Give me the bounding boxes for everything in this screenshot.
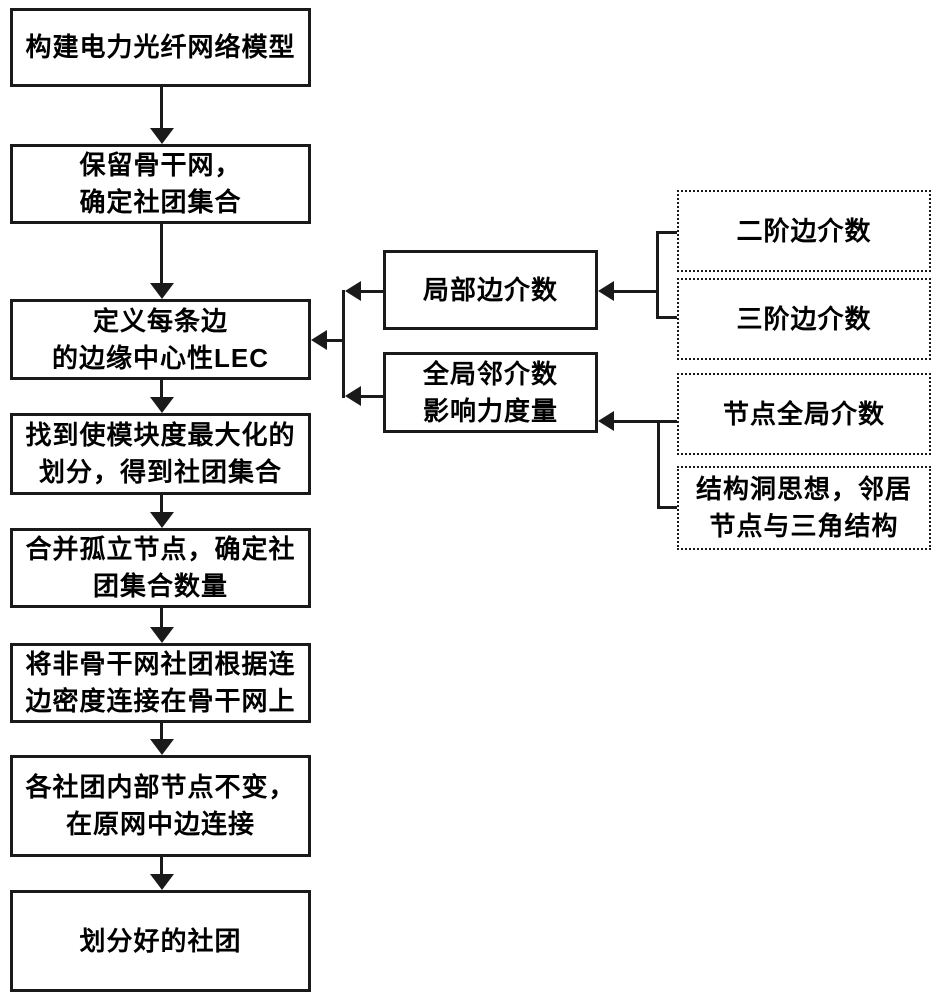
arrow-line-4 (160, 495, 163, 512)
arrow-down-icon-4 (150, 512, 174, 528)
arrow-left-icon-to-global-influence (598, 411, 614, 431)
flow-box-keep-backbone: 保留骨干网， 确定社团集合 (10, 144, 311, 224)
second-order-stub-line (659, 231, 677, 234)
arrow-line-2 (160, 224, 163, 283)
flow-box-connect-non-backbone: 将非骨干网社团根据连 边密度连接在骨干网上 (10, 643, 311, 723)
arrow-left-icon-local-betweenness (345, 281, 361, 301)
node-betweenness-to-influence-line (614, 420, 677, 423)
arrow-down-icon-5 (150, 627, 174, 643)
arrow-down-icon-7 (150, 874, 174, 890)
bracket-to-local-betweenness-line (614, 290, 656, 293)
input-box-third-order-edge-betweenness: 三阶边介数 (677, 278, 931, 360)
metric-box-global-neighbor-influence: 全局邻介数 影响力度量 (383, 352, 598, 433)
structural-hole-branch-vline (657, 420, 660, 509)
arrow-line-3 (160, 380, 163, 397)
third-order-stub-line (659, 316, 677, 319)
order-bracket-vline (656, 231, 659, 319)
arrow-down-icon-2 (150, 283, 174, 299)
merge-bracket-vline (342, 290, 345, 398)
flow-box-keep-internal-nodes: 各社团内部节点不变， 在原网中边连接 (10, 755, 311, 857)
arrow-line-7 (160, 857, 163, 874)
input-box-node-global-betweenness: 节点全局介数 (677, 373, 931, 455)
input-box-second-order-edge-betweenness: 二阶边介数 (677, 190, 931, 272)
arrow-line-6 (160, 723, 163, 739)
local-betweenness-out-line (361, 290, 383, 293)
flow-box-merge-isolated-nodes: 合并孤立节点，确定社 团集合数量 (10, 528, 311, 608)
global-influence-out-line (361, 395, 383, 398)
metric-box-local-edge-betweenness: 局部边介数 (383, 250, 598, 330)
arrow-down-icon-6 (150, 739, 174, 755)
bracket-to-define-lec-line (327, 339, 342, 342)
flow-box-maximize-modularity: 找到使模块度最大化的 划分，得到社团集合 (10, 413, 311, 495)
flow-box-build-model: 构建电力光纤网络模型 (10, 8, 311, 87)
flow-box-define-lec: 定义每条边 的边缘中心性LEC (10, 299, 311, 380)
input-box-structural-hole: 结构洞思想，邻居 节点与三角结构 (677, 466, 931, 550)
arrow-line-5 (160, 608, 163, 627)
arrow-down-icon-1 (150, 128, 174, 144)
arrow-left-icon-to-local-betweenness (598, 281, 614, 301)
structural-hole-stub-line (660, 506, 677, 509)
arrow-left-icon-define-lec (311, 330, 327, 350)
arrow-down-icon-3 (150, 397, 174, 413)
arrow-line-1 (160, 87, 163, 128)
flow-box-final-communities: 划分好的社团 (10, 890, 311, 992)
arrow-left-icon-global-influence (345, 386, 361, 406)
